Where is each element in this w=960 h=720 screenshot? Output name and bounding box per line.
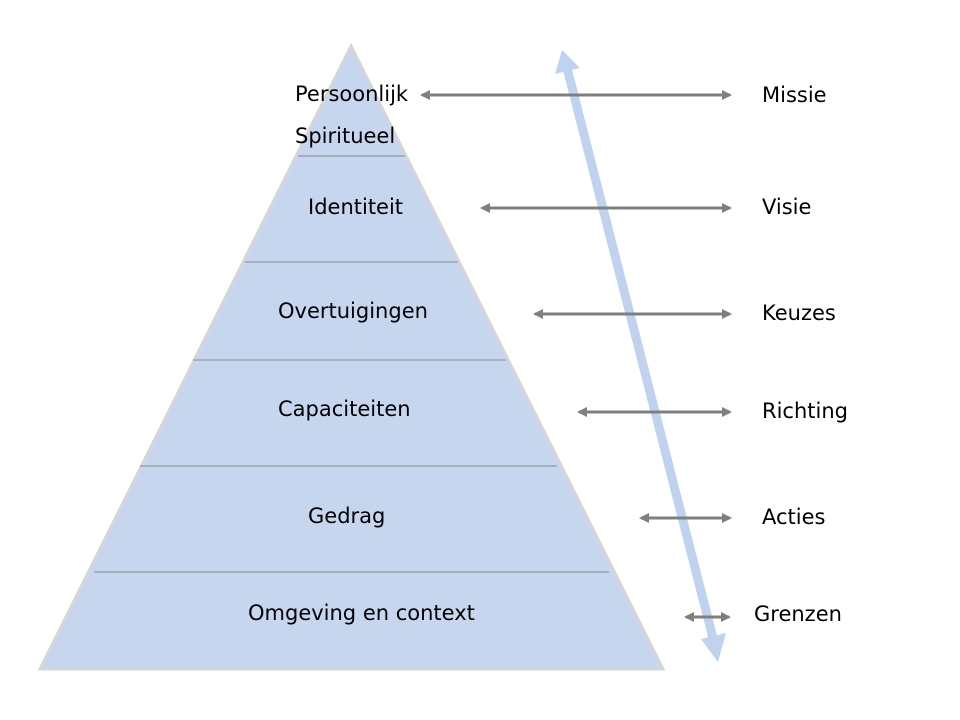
level-label-omgeving: Omgeving en context — [248, 601, 475, 625]
right-label-grenzen: Grenzen — [754, 602, 842, 626]
level-label-capaciteiten: Capaciteiten — [278, 397, 411, 421]
level-label-persoonlijk: Persoonlijk — [295, 82, 409, 106]
level-label-spiritueel: Spiritueel — [295, 124, 395, 148]
pyramid — [37, 42, 666, 671]
right-label-visie: Visie — [762, 195, 811, 219]
level-label-overtuigingen: Overtuigingen — [278, 299, 428, 323]
right-label-richting: Richting — [762, 399, 848, 423]
level-label-identiteit: Identiteit — [308, 195, 403, 219]
big-diagonal-arrow — [555, 50, 726, 662]
right-label-keuzes: Keuzes — [762, 301, 836, 325]
right-label-missie: Missie — [762, 83, 827, 107]
right-label-acties: Acties — [762, 505, 825, 529]
level-label-gedrag: Gedrag — [308, 504, 385, 528]
